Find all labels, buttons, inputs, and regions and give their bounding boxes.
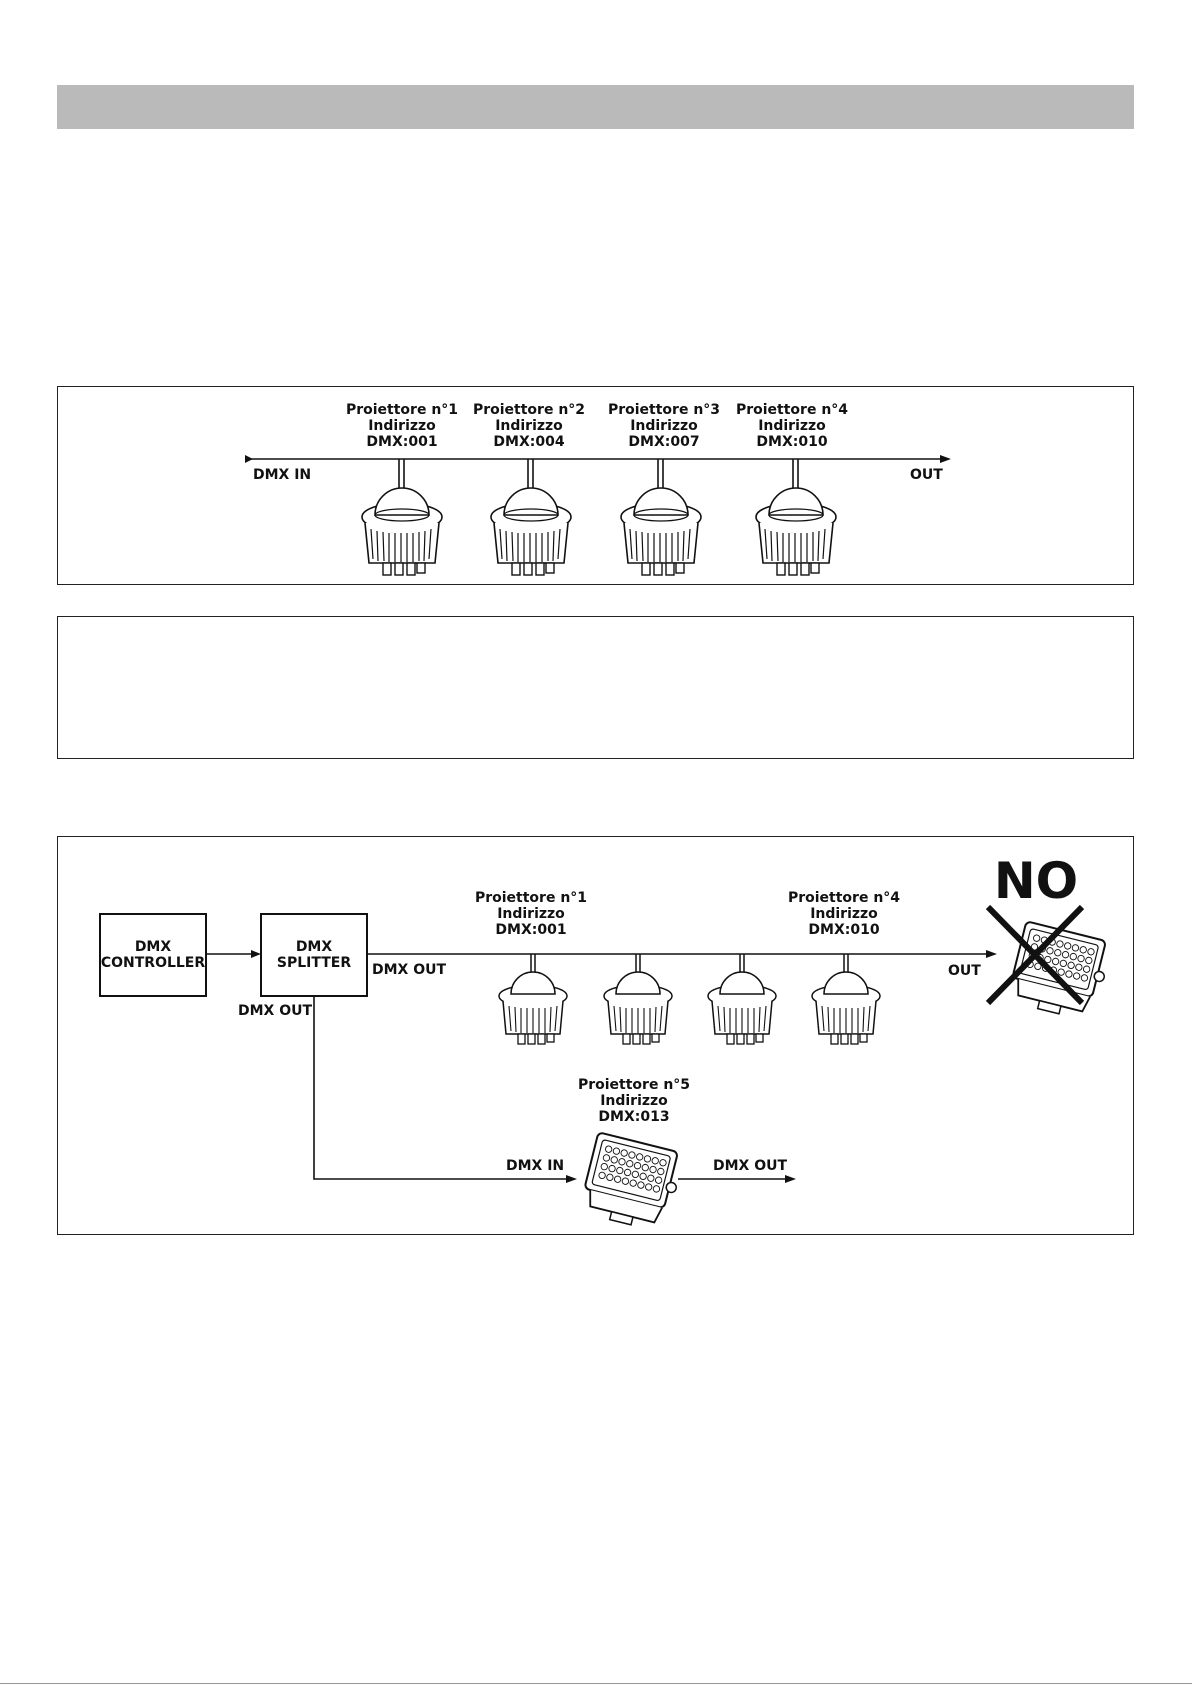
controller-label-line2: CONTROLLER [101,955,206,971]
chain-fixture-4-name: Proiettore n°4 [788,890,900,906]
fixture-2-dmx-address: DMX:004 [493,434,564,450]
page-bottom-rule [0,1683,1192,1684]
fixture-4: Proiettore n°4 Indirizzo DMX:010 [736,402,848,576]
splitter-dmx-out-right-label: DMX OUT [372,962,446,978]
splitter-diagram: DMX CONTROLLER DMX SPLITTER DMX OUT DMX … [99,852,1114,1235]
chain-fixture-1-name: Proiettore n°1 [475,890,587,906]
fixture-4-name: Proiettore n°4 [736,402,848,418]
splitter-label-line2: SPLITTER [277,955,351,971]
chain-fixture-1-dmx: DMX:001 [495,922,566,938]
chain-fixture-1-address-label: Indirizzo [497,906,565,922]
fixture-1-dmx-address: DMX:001 [366,434,437,450]
branch-line [313,996,568,1180]
fixture-1-address-label: Indirizzo [368,418,436,434]
chain-dome-projector-2-icon [603,953,673,1045]
fixture-3: Proiettore n°3 Indirizzo DMX:007 [608,402,720,576]
branch-out-arrow [785,1175,796,1183]
chain-out-arrow [986,950,997,958]
daisy-chain-diagram-panel: DMX IN OUT Proiettore n°1 Indirizzo DMX:… [57,386,1134,585]
dmx-controller-box: DMX CONTROLLER [99,913,207,997]
cross-out-icon [985,904,1085,1006]
dome-projector-icon [490,458,572,576]
chain-dome-projector-1-icon [498,953,568,1045]
branch-fixture-name: Proiettore n°5 [578,1077,690,1093]
branch-fixture-address-label: Indirizzo [600,1093,668,1109]
fixture-2-address-label: Indirizzo [495,418,563,434]
fixture-3-address-label: Indirizzo [630,418,698,434]
splitter-label-line1: DMX [296,939,333,955]
chain-fixture-4-address-label: Indirizzo [810,906,878,922]
fixture-1: Proiettore n°1 Indirizzo DMX:001 [346,402,458,576]
chain-fixture-4-dmx: DMX:010 [808,922,879,938]
dome-projector-icon [620,458,702,576]
chain-dome-projector-4-icon [811,953,881,1045]
fixture-1-name: Proiettore n°1 [346,402,458,418]
bus-output-arrow [940,455,951,463]
fixture-3-name: Proiettore n°3 [608,402,720,418]
fixture-4-address-label: Indirizzo [758,418,826,434]
fixture-3-dmx-address: DMX:007 [628,434,699,450]
controller-arrow [251,950,261,958]
no-label: NO [994,852,1078,910]
branch-dmx-in-label: DMX IN [506,1158,564,1174]
bus-input-arrow [245,455,253,463]
branch-dmx-out-label: DMX OUT [713,1158,787,1174]
dmx-in-label: DMX IN [253,467,311,483]
forbidden-fixture: NO [985,852,1114,1024]
chain-dome-projector-3-icon [707,953,777,1045]
chain-out-label: OUT [948,963,981,979]
splitter-diagram-panel: DMX CONTROLLER DMX SPLITTER DMX OUT DMX … [57,836,1134,1235]
note-box [57,616,1134,759]
fixture-2-name: Proiettore n°2 [473,402,585,418]
branch-fixture-dmx: DMX:013 [598,1109,669,1125]
flood-projector-icon [577,1131,686,1235]
fixture-4-dmx-address: DMX:010 [756,434,827,450]
out-label: OUT [910,467,943,483]
section-header-bar [57,85,1134,129]
dome-projector-icon [361,458,443,576]
dome-projector-icon [755,458,837,576]
branch-in-arrow [566,1175,577,1183]
fixture-2: Proiettore n°2 Indirizzo DMX:004 [473,402,585,576]
daisy-chain-diagram: DMX IN OUT Proiettore n°1 Indirizzo DMX:… [245,402,951,576]
controller-label-line1: DMX [135,939,172,955]
splitter-dmx-out-bottom-label: DMX OUT [238,1003,312,1019]
dmx-splitter-box: DMX SPLITTER [260,913,368,997]
